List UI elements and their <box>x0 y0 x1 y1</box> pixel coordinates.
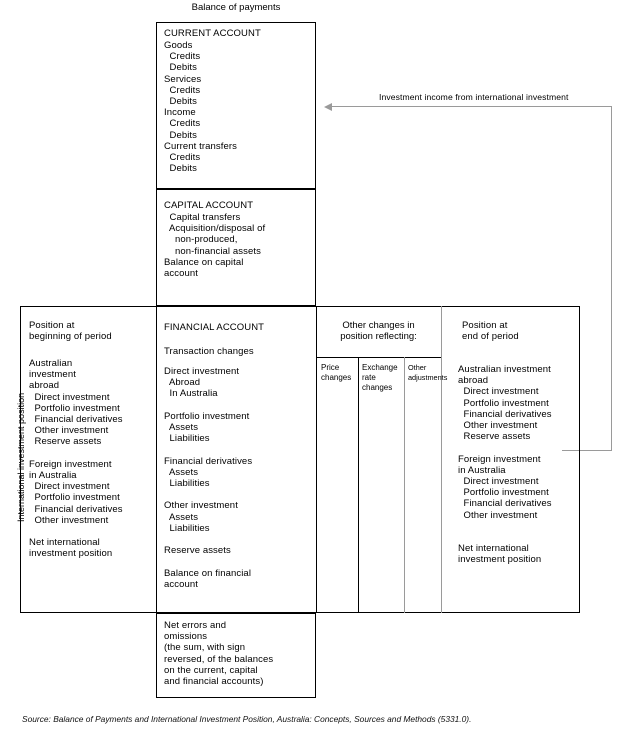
net-errors-box <box>156 613 316 698</box>
divider-price-exchange <box>358 357 359 613</box>
financial-account-lines: Direct investment Abroad In Australia Po… <box>164 366 253 590</box>
net-errors-lines: Net errors and omissions (the sum, with … <box>164 620 274 688</box>
other-changes-col-price-label: Price changes <box>321 363 352 382</box>
other-changes-heading-line2: position reflecting: <box>340 331 417 342</box>
current-account-title: CURRENT ACCOUNT <box>164 28 261 39</box>
flow-arrow-horizontal-bottom <box>562 450 612 451</box>
position-row-box <box>20 306 580 613</box>
iip-axis-label: International investment position <box>16 392 26 522</box>
divider-col1-col2 <box>156 306 157 613</box>
financial-account-subtitle: Transaction changes <box>164 346 254 357</box>
current-account-box <box>156 22 316 189</box>
closing-position-lines: Australian investment abroad Direct inve… <box>458 364 552 566</box>
flow-arrow-horizontal-top <box>327 106 612 107</box>
other-changes-col-exchange-label: Exchange rate changes <box>362 363 398 392</box>
financial-account-title: FINANCIAL ACCOUNT <box>164 322 265 333</box>
other-changes-header-rule <box>316 357 441 358</box>
capital-account-box <box>156 189 316 306</box>
capital-account-title: CAPITAL ACCOUNT <box>164 200 254 211</box>
divider-col3-col4 <box>441 306 442 613</box>
flow-arrow-head-icon <box>324 103 332 111</box>
closing-position-heading-line1: Position at <box>462 320 508 331</box>
divider-exchange-other <box>404 357 405 613</box>
opening-position-heading-line1: Position at <box>29 320 75 331</box>
opening-position-lines: Australian investment abroad Direct inve… <box>29 358 123 560</box>
closing-position-heading-line2: end of period <box>462 331 519 342</box>
source-note: Source: Balance of Payments and Internat… <box>22 714 472 724</box>
other-changes-col-other-label: Other adjustments <box>408 363 448 382</box>
flow-arrow-vertical <box>611 106 612 451</box>
other-changes-heading-line1: Other changes in <box>342 320 415 331</box>
capital-account-lines: Capital transfers Acquisition/disposal o… <box>164 212 266 280</box>
divider-col2-col3 <box>316 306 317 613</box>
flow-annotation-label: Investment income from international inv… <box>379 92 569 102</box>
opening-position-heading-line2: beginning of period <box>29 331 112 342</box>
diagram-title: Balance of payments <box>191 2 281 13</box>
current-account-lines: Goods Credits Debits Services Credits De… <box>164 40 237 175</box>
